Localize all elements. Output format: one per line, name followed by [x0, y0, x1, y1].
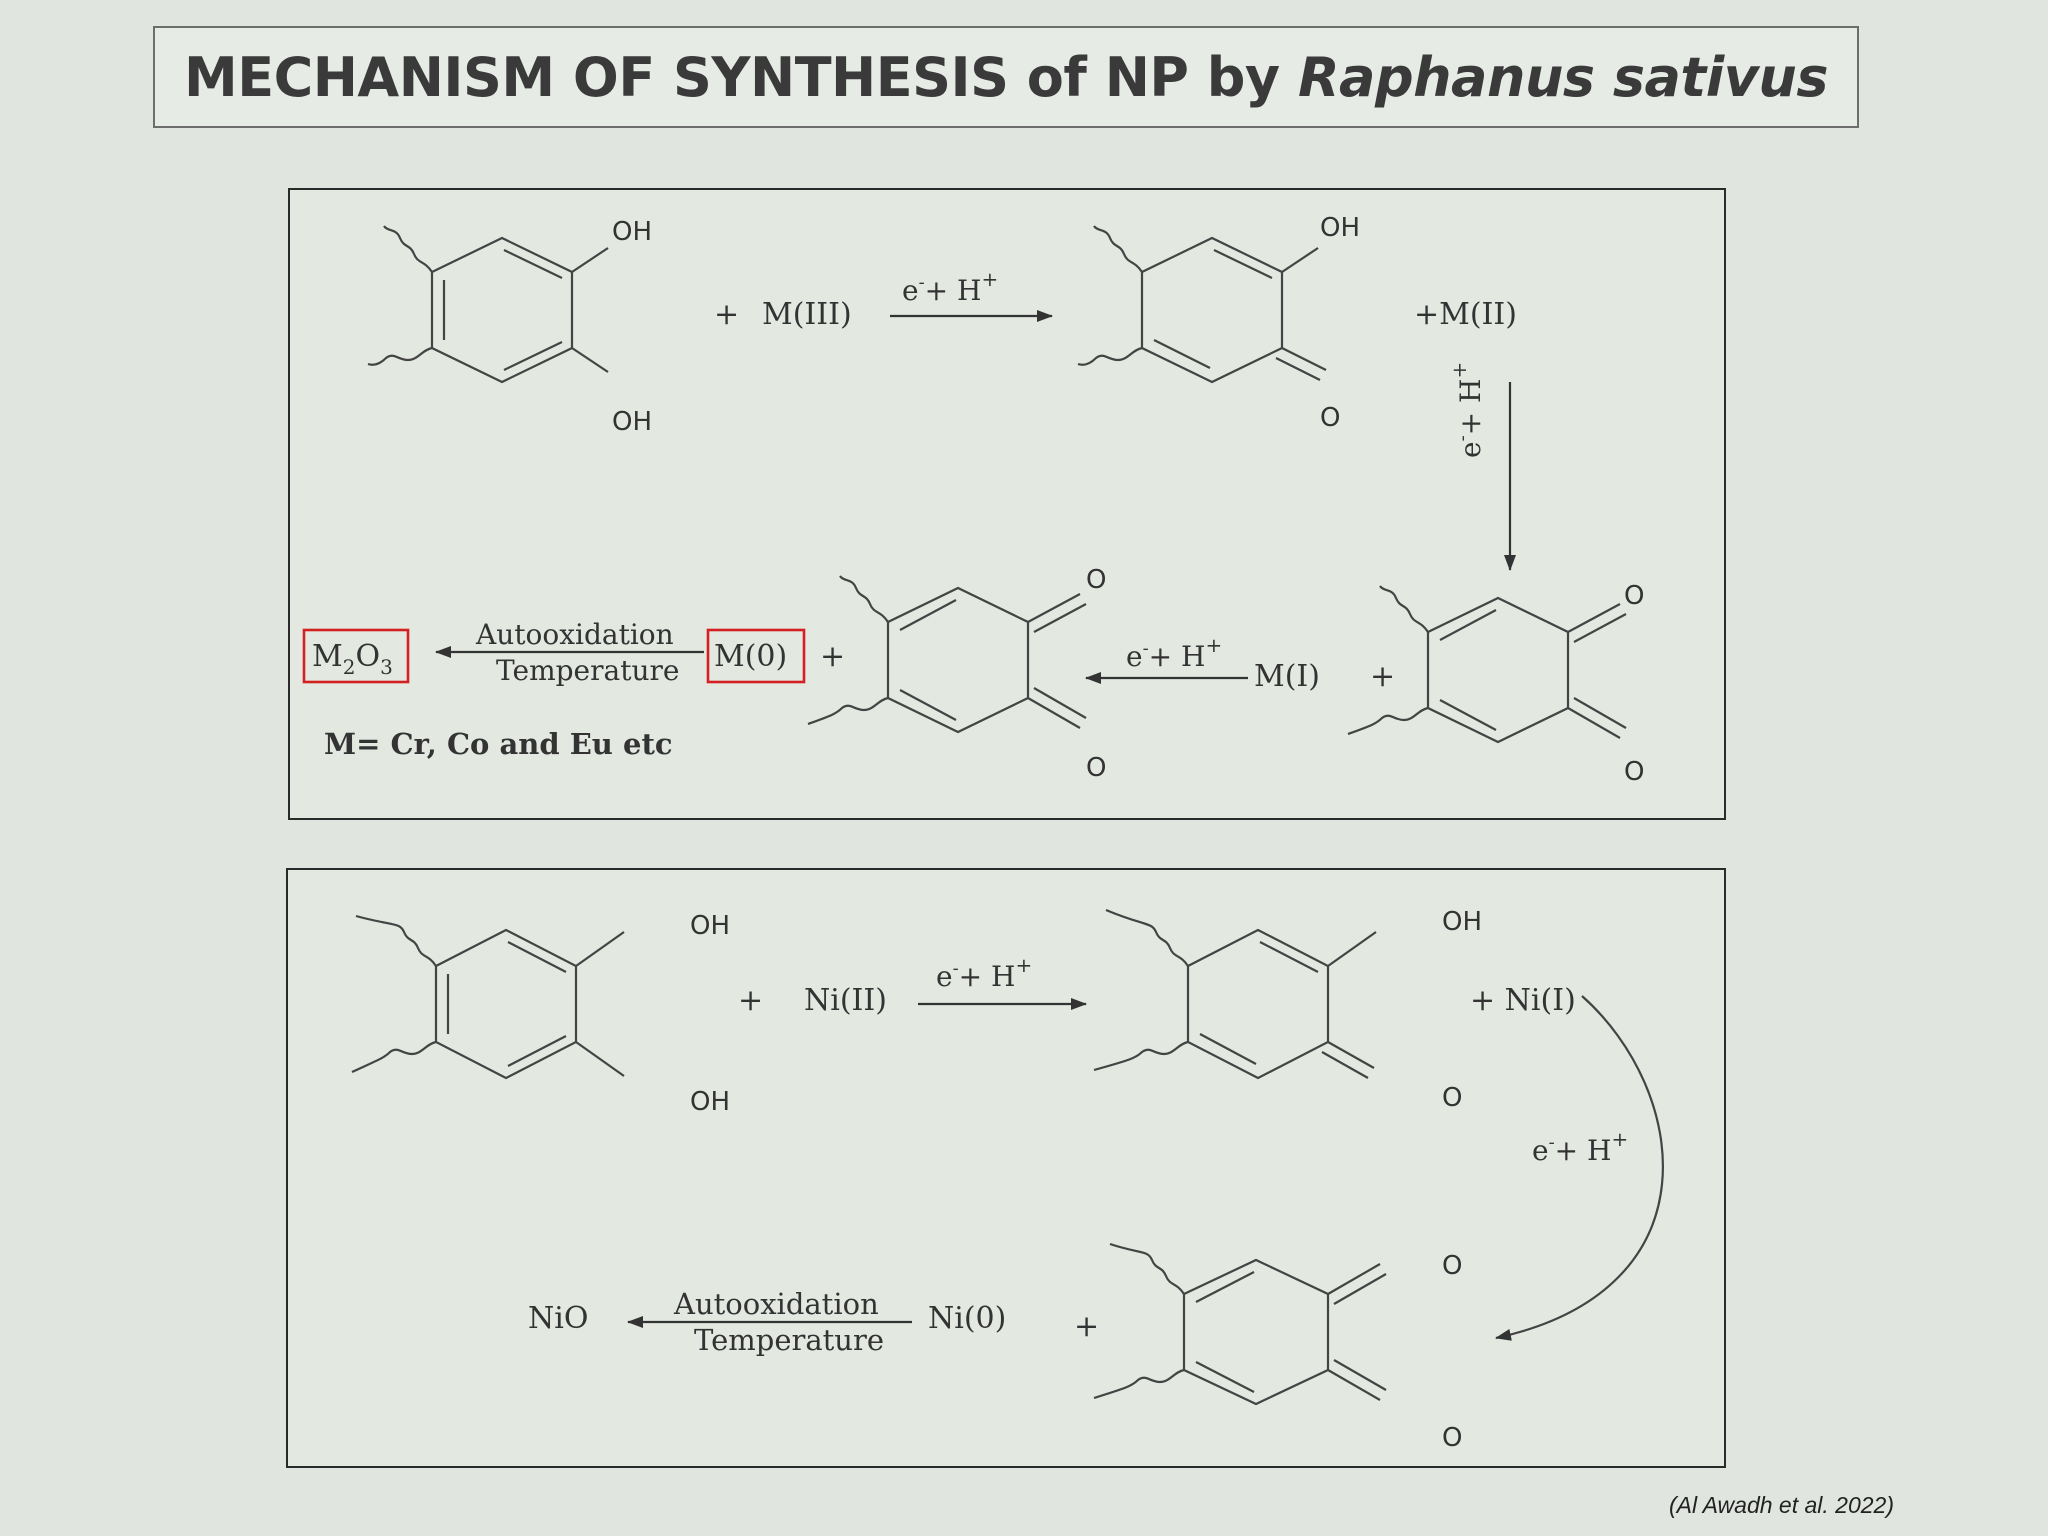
oxygen-label: O	[1320, 403, 1340, 433]
zero-valent-metal-highlight	[706, 628, 806, 684]
proton-charge: +	[1205, 633, 1222, 657]
catechol-molecule	[351, 914, 625, 1080]
electron-charge: -	[919, 272, 925, 293]
metal-subscript: 2	[343, 655, 356, 679]
quinone-molecule-middle	[807, 575, 1087, 734]
proton-symbol: + H	[959, 960, 1016, 993]
electron-proton-label: e-+ H+	[936, 953, 1032, 993]
zero-valent-metal-label: M(0)	[714, 639, 787, 674]
oxygen-label: O	[1442, 1251, 1462, 1281]
scheme-2-diagram: OH OH OH O O O + Ni(II) e-+ H+ + Ni(I) e…	[351, 907, 1665, 1453]
zero-valent-nickel-label: Ni(0)	[928, 1301, 1006, 1336]
electron-symbol: e	[1532, 1134, 1549, 1167]
oxygen-label: O	[1442, 1423, 1462, 1453]
metal-symbol: M	[312, 639, 343, 674]
electron-proton-label-vertical: e-+ H+	[1447, 362, 1487, 458]
electron-symbol: e	[1454, 441, 1487, 458]
oxide-subscript: 3	[380, 655, 393, 679]
nickel-reactant-label: Ni(II)	[804, 983, 887, 1018]
oxide-symbol: O	[355, 639, 380, 674]
final-product-highlight	[302, 628, 410, 684]
scheme-2-panel: OH OH OH O O O + Ni(II) e-+ H+ + Ni(I) e…	[286, 868, 1726, 1468]
oxygen-label: O	[1442, 1083, 1462, 1113]
plus-sign: +	[1370, 659, 1395, 694]
proton-charge: +	[1611, 1127, 1628, 1151]
electron-charge: -	[953, 958, 959, 979]
electron-proton-label: e-+ H+	[1126, 633, 1222, 673]
proton-charge: +	[981, 267, 998, 291]
electron-charge: -	[1143, 638, 1149, 659]
metal-product-label: M(I)	[1254, 659, 1320, 694]
electron-symbol: e	[936, 960, 953, 993]
scheme-1-panel: OH OH OH O O O O O + M(III) e-+ H+ +M(II…	[288, 188, 1726, 820]
quinone-molecule	[1093, 1242, 1387, 1406]
plus-sign: +	[738, 983, 763, 1018]
proton-symbol: + H	[1149, 640, 1206, 673]
plus-sign: +	[1074, 1309, 1099, 1344]
semiquinone-molecule	[1077, 225, 1327, 384]
electron-proton-label: e-+ H+	[902, 267, 998, 307]
hydroxyl-label: OH	[612, 407, 652, 437]
title-species: Raphanus sativus	[1297, 45, 1829, 109]
hydroxyl-label: OH	[1442, 907, 1482, 937]
title-box: MECHANISM OF SYNTHESIS of NP by Raphanus…	[153, 26, 1859, 128]
citation: (Al Awadh et al. 2022)	[1668, 1492, 1894, 1518]
plus-sign: +	[714, 297, 739, 332]
oxygen-label: O	[1086, 565, 1106, 595]
proton-symbol: + H	[925, 274, 982, 307]
scheme-1-diagram: OH OH OH O O O O O + M(III) e-+ H+ +M(II…	[302, 213, 1644, 787]
proton-charge: +	[1015, 953, 1032, 977]
proton-charge: +	[1447, 362, 1471, 379]
proton-symbol: + H	[1454, 379, 1487, 436]
electron-charge: -	[1549, 1132, 1555, 1153]
oxygen-label: O	[1086, 753, 1106, 783]
plus-sign: +	[820, 639, 845, 674]
metal-reactant-label: M(III)	[762, 297, 852, 332]
condition-label-top: Autooxidation	[475, 618, 674, 651]
quinone-molecule-right	[1347, 585, 1627, 744]
title-main: MECHANISM OF SYNTHESIS of NP by	[183, 45, 1298, 109]
semiquinone-molecule	[1093, 908, 1377, 1080]
nickel-oxide-label: NiO	[528, 1301, 588, 1336]
hydroxyl-label: OH	[1320, 213, 1360, 243]
hydroxyl-label: OH	[612, 217, 652, 247]
nickel-product-label: + Ni(I)	[1470, 983, 1576, 1018]
condition-label-bottom: Temperature	[496, 654, 679, 687]
condition-label-bottom: Temperature	[694, 1323, 884, 1357]
oxygen-label: O	[1624, 757, 1644, 787]
hydroxyl-label: OH	[690, 911, 730, 941]
electron-proton-label: e-+ H+	[1532, 1127, 1628, 1167]
proton-symbol: + H	[1555, 1134, 1612, 1167]
oxygen-label: O	[1624, 581, 1644, 611]
page-title: MECHANISM OF SYNTHESIS of NP by Raphanus…	[183, 45, 1829, 109]
electron-symbol: e	[902, 274, 919, 307]
catechol-molecule	[367, 225, 609, 384]
metals-note: M= Cr, Co and Eu etc	[324, 727, 673, 761]
metal-oxide-label: M2O3	[312, 639, 393, 679]
metal-product-label: +M(II)	[1414, 297, 1517, 332]
electron-charge: -	[1452, 435, 1473, 441]
electron-symbol: e	[1126, 640, 1143, 673]
curved-arrow	[1495, 995, 1665, 1341]
condition-label-top: Autooxidation	[673, 1287, 879, 1321]
hydroxyl-label: OH	[690, 1087, 730, 1117]
